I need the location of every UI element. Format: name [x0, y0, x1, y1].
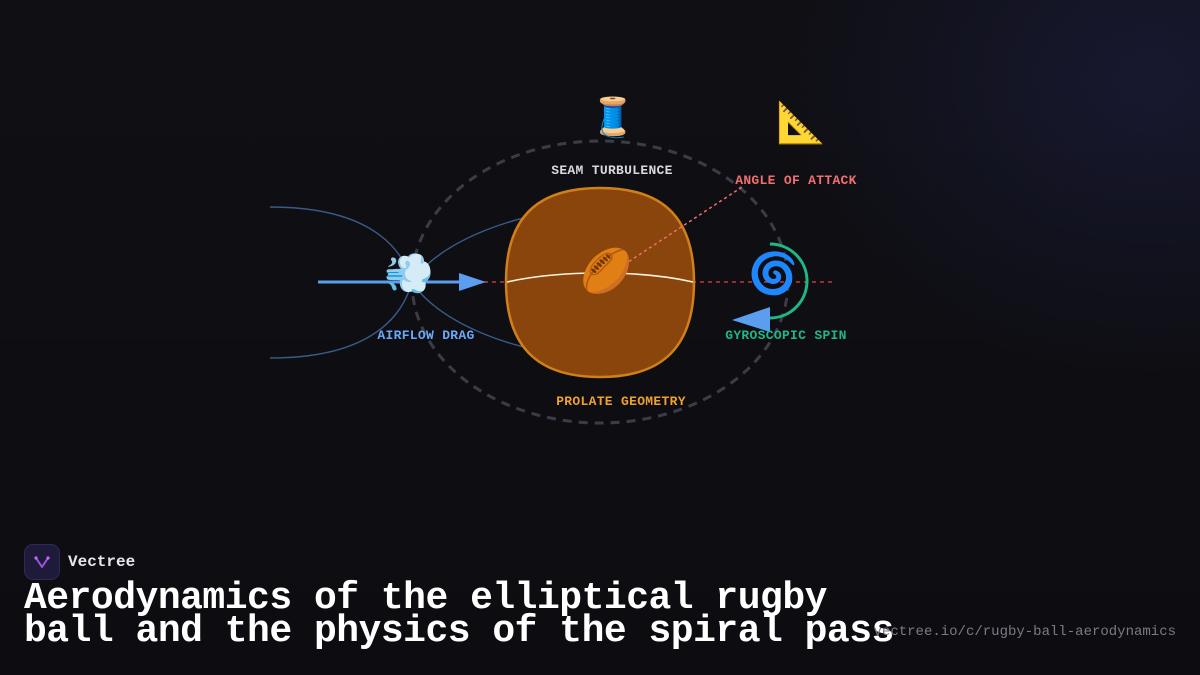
wind-gust-icon: 💨	[384, 251, 434, 297]
airflow-arrow-head	[459, 273, 486, 291]
streamline-upper-left	[269, 206, 413, 283]
spin-arc	[769, 242, 809, 320]
rugby-football-icon: 🏉	[580, 246, 633, 295]
angle-of-attack-label: ANGLE OF ATTACK	[735, 173, 857, 188]
page-title: Aerodynamics of the elliptical rugby bal…	[24, 577, 894, 653]
source-url[interactable]: vectree.io/c/rugby-ball-aerodynamics	[873, 624, 1176, 640]
prolate-ball-shape	[504, 186, 696, 379]
cyclone-icon: 🌀	[748, 251, 798, 297]
brand-name: Vectree	[68, 553, 136, 571]
triangular-ruler-icon: 📐	[776, 100, 826, 146]
gyroscopic-spin-label: GYROSCOPIC SPIN	[725, 328, 847, 343]
brand: Vectree	[24, 544, 135, 580]
vectree-logo-icon	[24, 544, 60, 580]
ball-seam-line	[506, 272, 694, 283]
airflow-drag-label: AIRFLOW DRAG	[377, 328, 475, 343]
spin-arrow-head	[732, 307, 770, 332]
prolate-geometry-label: PROLATE GEOMETRY	[556, 394, 686, 409]
streamline-lower-left	[269, 281, 413, 359]
seam-turbulence-label: SEAM TURBULENCE	[551, 163, 673, 178]
spool-of-thread-icon: 🧵	[589, 95, 637, 139]
